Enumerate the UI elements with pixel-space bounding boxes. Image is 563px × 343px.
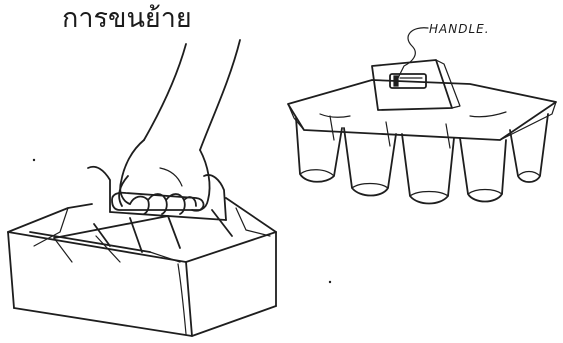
right-tray-illustration — [288, 28, 556, 204]
arm-right-edge — [200, 40, 240, 150]
tray-handle — [372, 60, 452, 110]
box-top-front-edge — [8, 232, 276, 262]
box-front-corner-edge — [186, 262, 192, 336]
handle-leader-line — [398, 28, 428, 78]
handle-label: HANDLE. — [429, 22, 490, 36]
hand — [119, 140, 209, 214]
box-left-edge — [8, 232, 14, 308]
tray-cups — [296, 114, 548, 204]
handle-divider-left-edge — [88, 167, 110, 212]
box-top-right-edge — [226, 198, 276, 232]
left-carrier-illustration — [8, 40, 276, 336]
stray-mark — [329, 281, 331, 283]
stray-mark — [33, 159, 35, 161]
page-title: การขนย้าย — [62, 2, 192, 36]
arm-left-edge — [144, 44, 186, 140]
box-top-left-edge — [8, 204, 92, 232]
box-bottom-edge — [14, 306, 276, 336]
tray-top-surface — [288, 80, 556, 140]
